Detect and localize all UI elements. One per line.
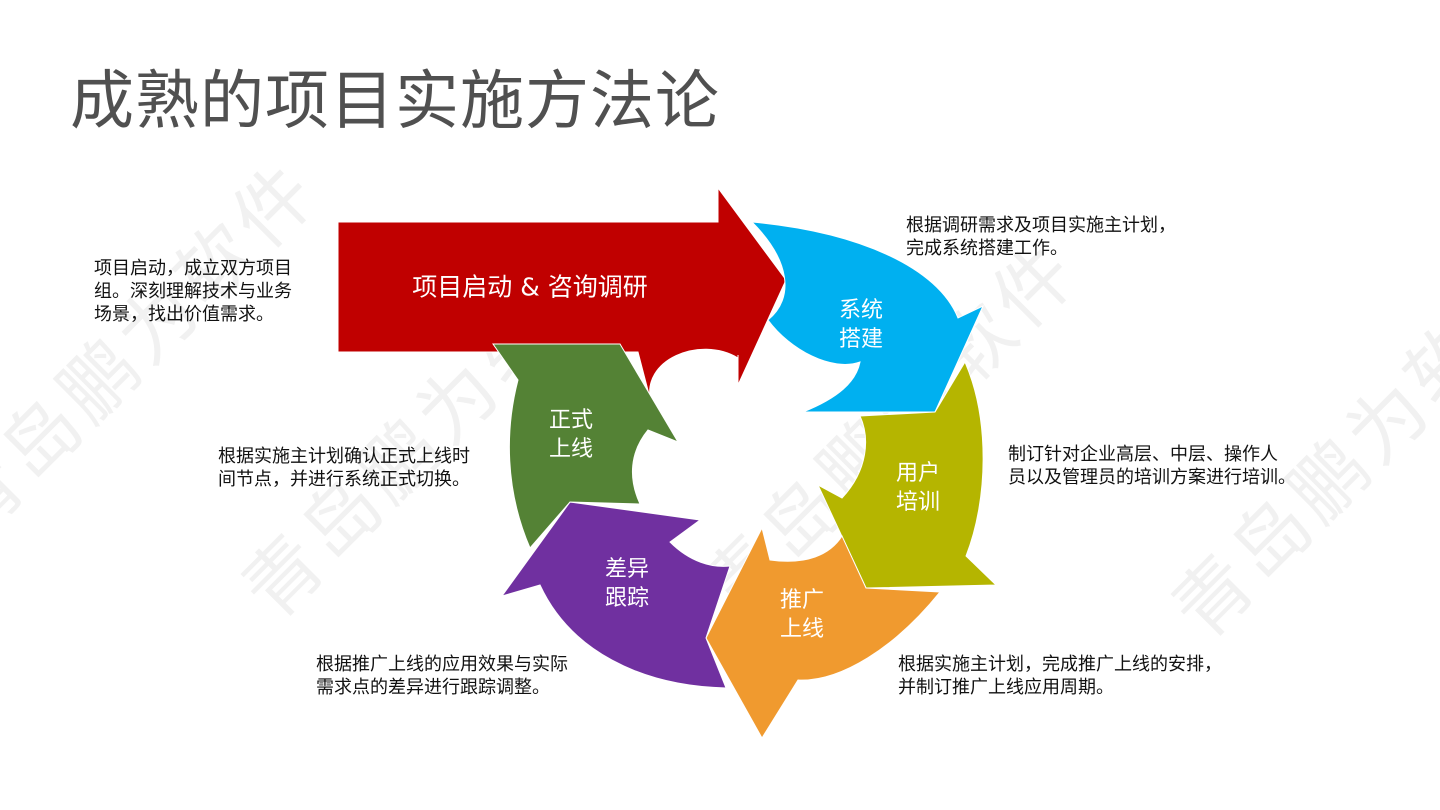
label-gap: 差异 跟踪	[604, 557, 650, 611]
page-title: 成熟的项目实施方法论	[70, 65, 720, 139]
desc-training: 制订针对企业高层、中层、操作人 员以及管理员的培训方案进行培训。	[1008, 444, 1296, 488]
arrow-training	[816, 360, 998, 589]
label-rollout: 推广 上线	[779, 588, 825, 642]
label-training: 用户 培训	[895, 461, 941, 515]
arrow-build	[750, 221, 985, 413]
arrow-rollout	[705, 526, 942, 739]
desc-launch: 项目启动，成立双方项目 组。深刻理解技术与业务 场景，找出价值需求。	[94, 258, 292, 325]
label-build: 系统 搭建	[838, 298, 884, 352]
desc-rollout: 根据实施主计划，完成推广上线的安排， 并制订推广上线应用周期。	[898, 654, 1222, 698]
desc-golive: 根据实施主计划确认正式上线时 间节点，并进行系统正式切换。	[218, 446, 470, 490]
desc-gap: 根据推广上线的应用效果与实际 需求点的差异进行跟踪调整。	[316, 654, 568, 698]
arrow-gap	[500, 501, 731, 689]
desc-build: 根据调研需求及项目实施主计划， 完成系统搭建工作。	[906, 215, 1176, 259]
arrow-golive	[492, 343, 680, 549]
label-golive: 正式 上线	[548, 408, 594, 462]
label-launch: 项目启动 & 咨询调研	[412, 272, 648, 302]
